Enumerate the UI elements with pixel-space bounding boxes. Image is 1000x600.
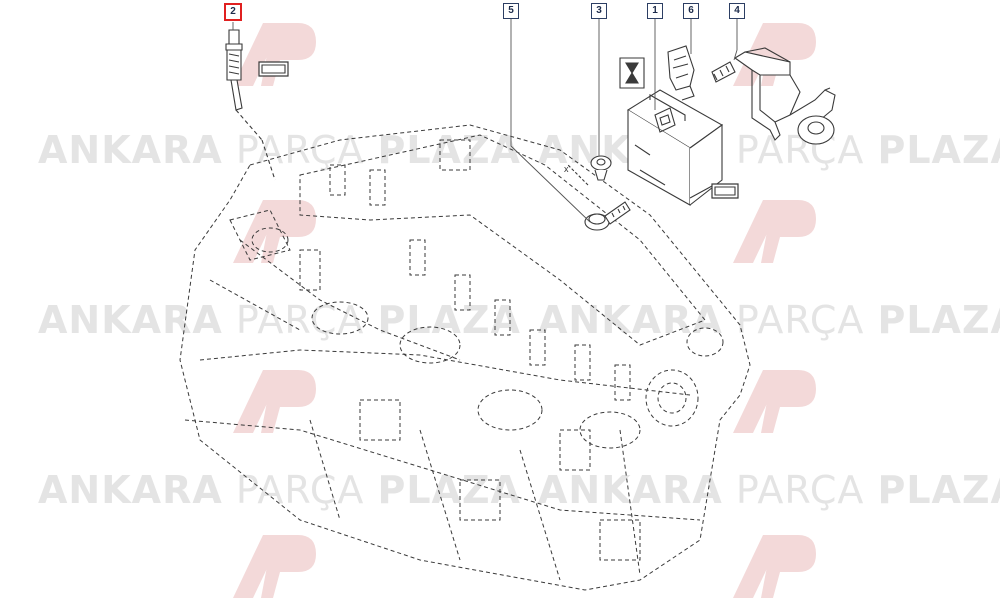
- callout-3[interactable]: 3: [591, 3, 607, 19]
- callout-5[interactable]: 5: [503, 3, 519, 19]
- watermark-text: ANKARA PARÇA PLAZA: [538, 468, 1000, 512]
- leader-lines: [232, 18, 738, 223]
- ap-logo-icon: [733, 370, 816, 433]
- watermark-text: ANKARA PARÇA PLAZA: [38, 128, 521, 172]
- control-unit-part: [626, 89, 739, 206]
- watermark-text: ANKARA PARÇA PLAZA: [38, 298, 521, 342]
- callout-2[interactable]: 2: [224, 3, 242, 21]
- callout-4[interactable]: 4: [729, 3, 745, 19]
- clip-part: [667, 45, 695, 101]
- glow-plug-part: [225, 29, 289, 181]
- callout-1[interactable]: 1: [647, 3, 663, 19]
- bolt-part: [584, 201, 631, 231]
- cylinder-head: [179, 124, 751, 591]
- ap-logo-icon: [733, 535, 816, 598]
- watermark-text: ANKARA PARÇA PLAZA: [538, 298, 1000, 342]
- ap-logo-icon: [233, 370, 316, 433]
- bolt-axis-mark: x: [564, 164, 569, 174]
- bracket-part: [711, 47, 836, 145]
- ap-logo-icon: [233, 535, 316, 598]
- ap-logo-icon: [733, 200, 816, 263]
- nut-part: [567, 155, 612, 186]
- hourglass-symbol-icon: [619, 57, 645, 89]
- watermark-text: ANKARA PARÇA PLAZA: [38, 468, 521, 512]
- callout-6[interactable]: 6: [683, 3, 699, 19]
